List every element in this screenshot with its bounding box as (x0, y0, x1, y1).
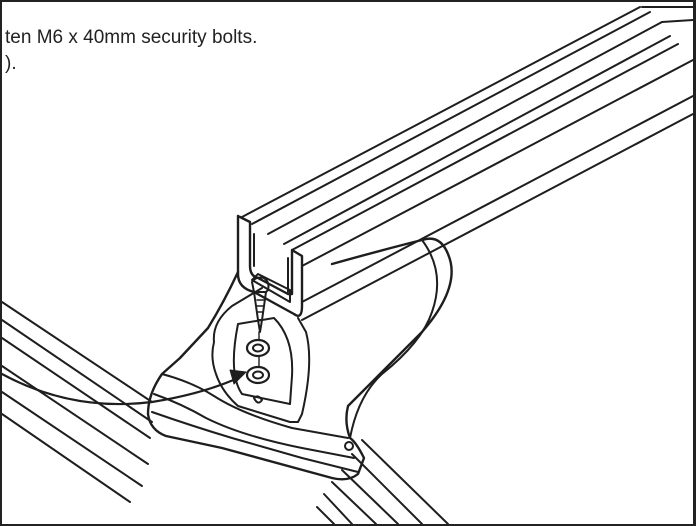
roof-foot-outline (146, 237, 453, 481)
roof-rail-edge (2, 391, 143, 487)
roof-bar (241, 6, 693, 321)
security-bolt-thread (256, 299, 266, 313)
pointer-arrow-head (229, 369, 247, 385)
washer-upper-hole (252, 343, 264, 353)
security-bolt (251, 276, 270, 333)
roof-rail-edge (331, 481, 377, 524)
pointer-arrow (2, 369, 247, 406)
bar-channel-slot (251, 273, 291, 303)
roof-bar-side-edge (301, 95, 693, 303)
roof-rail-edge (316, 506, 335, 524)
roof-bar-ridge (291, 43, 679, 251)
washer (245, 331, 271, 385)
roof-rail-edge (2, 365, 149, 465)
roof-bar-end-line (661, 19, 693, 23)
roof-foot-hole (253, 395, 263, 404)
roof-foot-back (349, 239, 439, 439)
bar-channel-inner (253, 233, 289, 293)
roof-bar-bottom-edge (301, 113, 693, 321)
roof-rail-edge (361, 439, 449, 524)
security-bolt-tip (257, 319, 263, 333)
roof-rail-edge (323, 493, 353, 524)
roof-foot-base (161, 373, 349, 439)
roof-foot-base (153, 393, 355, 459)
roof-foot-panel-inner (232, 317, 294, 405)
roof-bar-channel-edge (267, 21, 663, 235)
roof-rail-edge (351, 453, 423, 524)
washer-lower (245, 365, 271, 385)
roof-rail-edge (2, 413, 131, 503)
roof-rail-edge (2, 301, 153, 403)
washer-lower-hole (252, 370, 264, 380)
roof-bar-channel-edge (283, 35, 671, 245)
roof-bar-side-edge (301, 59, 693, 267)
pointer-arrow-curve (2, 372, 240, 406)
instruction-text-line-1: ten M6 x 40mm security bolts. (5, 27, 258, 48)
roof-foot-panel (211, 287, 311, 423)
bar-channel-profile (236, 214, 304, 317)
roof-rail-edge (2, 337, 151, 439)
roof-bar-channel-edge (251, 11, 651, 225)
roof-rail (2, 301, 449, 524)
washer-upper (245, 338, 271, 358)
security-bolt-head (251, 276, 270, 293)
roof-foot-pin (344, 441, 354, 451)
roof-foot-base (151, 411, 359, 473)
roof-bar-top-edge (241, 6, 641, 218)
instruction-text-line-2: ). (5, 53, 17, 74)
roof-foot (146, 237, 453, 481)
